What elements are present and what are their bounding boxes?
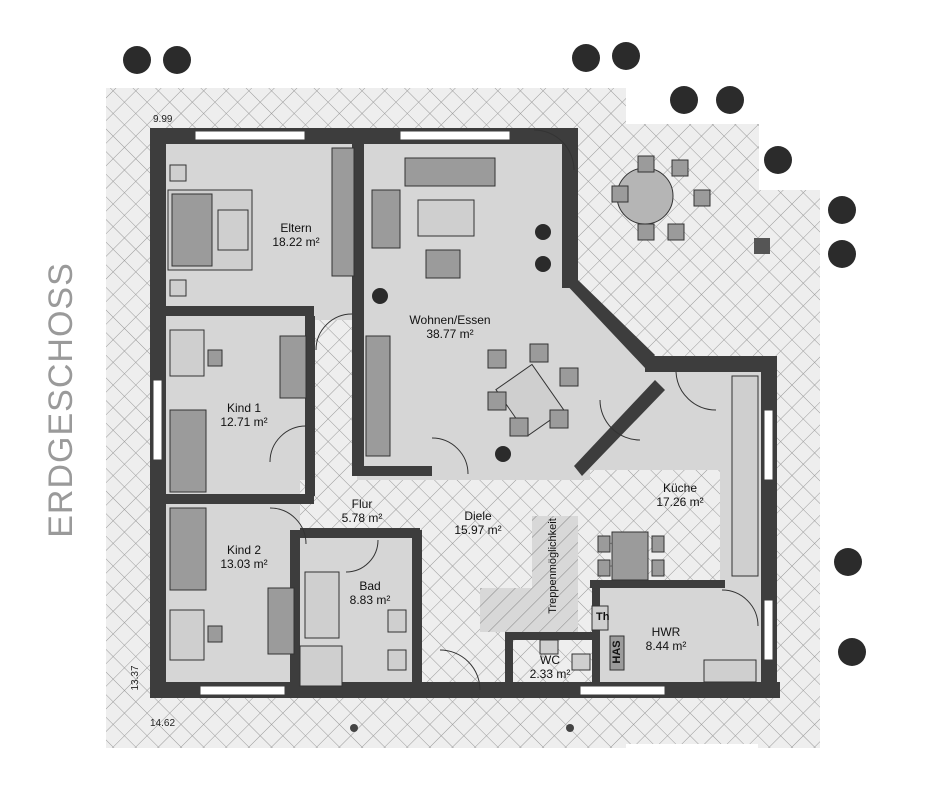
room-name: Eltern — [280, 221, 311, 235]
room-name: Kind 1 — [227, 401, 261, 415]
room-wc: WC 2.33 m² — [530, 653, 571, 681]
dimension-top: 9.99 — [153, 114, 173, 125]
room-name: WC — [540, 653, 560, 667]
room-name: HWR — [652, 625, 681, 639]
floor-title: ERDGESCHOSS — [42, 262, 80, 538]
room-name: Bad — [359, 579, 380, 593]
room-area: 15.97 m² — [454, 523, 501, 537]
room-wohnen-essen: Wohnen/Essen 38.77 m² — [409, 313, 490, 341]
room-name: Diele — [464, 509, 492, 523]
room-area: 17.26 m² — [656, 495, 703, 509]
dimension-bottom: 14.62 — [150, 718, 175, 729]
dimension-left: 13.37 — [130, 665, 141, 690]
room-area: 8.83 m² — [350, 593, 391, 607]
room-area: 18.22 m² — [272, 235, 319, 249]
room-name: Kind 2 — [227, 543, 261, 557]
room-kueche: Küche 17.26 m² — [656, 481, 703, 509]
th-label: Th — [596, 611, 610, 623]
furniture — [167, 147, 770, 732]
room-area: 2.33 m² — [530, 667, 571, 681]
room-bad: Bad 8.83 m² — [350, 579, 391, 607]
trees — [123, 42, 866, 666]
room-area: 8.44 m² — [646, 639, 687, 653]
room-area: 5.78 m² — [342, 511, 383, 525]
room-hwr: HWR 8.44 m² — [646, 625, 687, 653]
room-flur: Flur 5.78 m² — [342, 497, 383, 525]
room-name: Küche — [663, 481, 697, 495]
room-area: 38.77 m² — [426, 327, 473, 341]
room-eltern: Eltern 18.22 m² — [272, 221, 319, 249]
room-name: Wohnen/Essen — [409, 313, 490, 327]
room-diele: Diele 15.97 m² — [454, 509, 501, 537]
room-kind1: Kind 1 12.71 m² — [220, 401, 267, 429]
room-name: Flur — [352, 497, 373, 511]
stairs-label: Treppenmöglichkeit — [547, 518, 559, 614]
room-area: 13.03 m² — [220, 557, 267, 571]
has-label: HAS — [611, 640, 623, 663]
windows — [152, 130, 774, 696]
room-area: 12.71 m² — [220, 415, 267, 429]
doors — [269, 129, 759, 691]
room-kind2: Kind 2 13.03 m² — [220, 543, 267, 571]
